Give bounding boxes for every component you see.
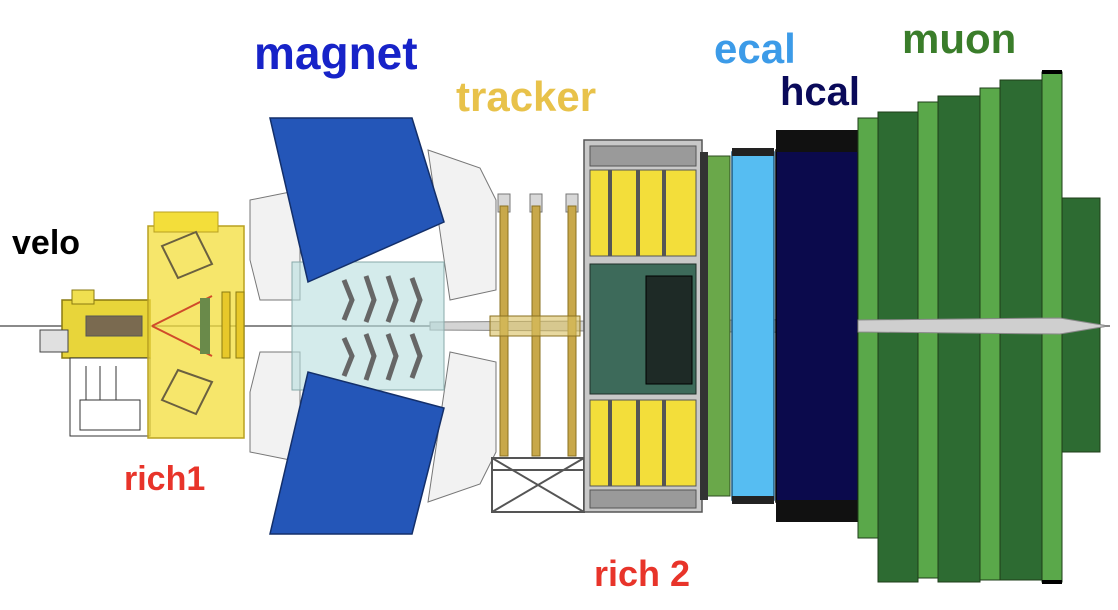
label-muon: muon (902, 15, 1017, 62)
label-velo: velo (12, 224, 81, 262)
rich1-detector (147, 211, 245, 439)
label-rich2: rich 2 (594, 553, 691, 594)
hcal-detector (775, 130, 859, 522)
label-ecal: ecal (714, 25, 796, 72)
preshower (700, 152, 731, 500)
label-hcal: hcal (780, 70, 861, 114)
label-rich1: rich1 (124, 460, 206, 498)
muon-stations (857, 70, 1109, 584)
label-tracker: tracker (456, 73, 597, 120)
label-magnet: magnet (254, 27, 418, 79)
tracker-stations (489, 193, 585, 513)
ecal-detector (731, 148, 775, 504)
magnet (249, 117, 497, 535)
rich2-detector (583, 139, 703, 513)
velo-detector (39, 289, 151, 437)
